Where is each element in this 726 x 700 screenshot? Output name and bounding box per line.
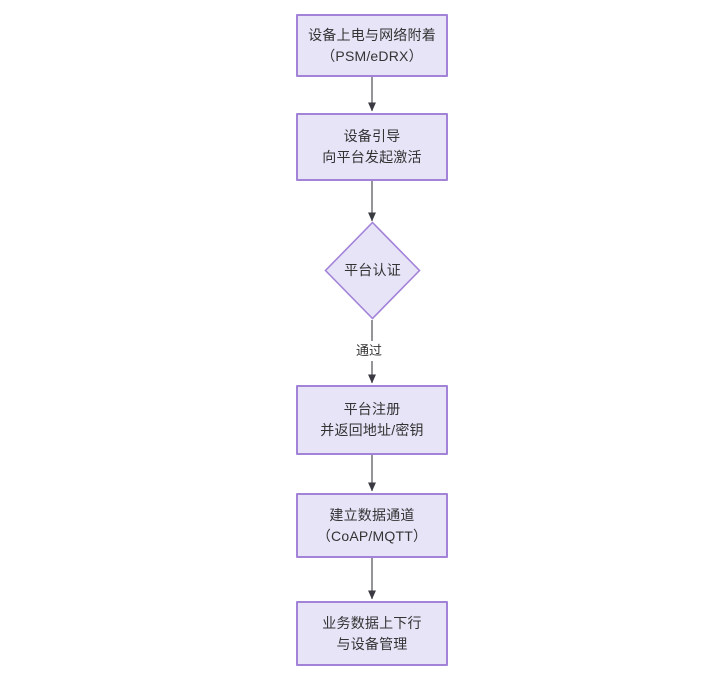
node-platform-auth-decision[interactable]: 平台认证 [324,221,421,320]
node-data-channel[interactable]: 建立数据通道 （CoAP/MQTT） [296,493,448,558]
node-device-bootstrap[interactable]: 设备引导 向平台发起激活 [296,113,448,181]
node-label: 设备引导 向平台发起激活 [322,128,422,165]
node-device-power-on[interactable]: 设备上电与网络附着 （PSM/eDRX） [296,14,448,77]
node-label: 平台注册 并返回地址/密钥 [320,401,424,438]
node-label: 建立数据通道 （CoAP/MQTT） [316,506,428,544]
diamond-shape [324,221,421,320]
node-label: 平台认证 [344,262,401,278]
edge-label-pass: 通过 [353,341,386,361]
node-label: 业务数据上下行 与设备管理 [322,614,422,652]
node-platform-register[interactable]: 平台注册 并返回地址/密钥 [296,385,448,455]
node-label: 设备上电与网络附着 （PSM/eDRX） [308,26,436,64]
node-business-data[interactable]: 业务数据上下行 与设备管理 [296,601,448,666]
